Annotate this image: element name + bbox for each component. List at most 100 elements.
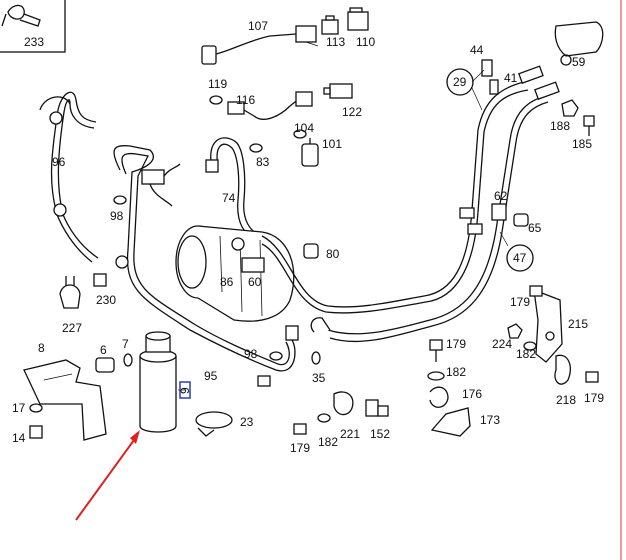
part-35-oring — [311, 351, 321, 365]
part-17-washer — [29, 403, 43, 413]
part-98a-oring — [113, 195, 127, 205]
label-218: 218 — [556, 393, 576, 407]
part-113-connector — [321, 15, 339, 35]
part-221-clamp — [333, 391, 354, 416]
label-41: 41 — [504, 71, 518, 85]
label-7: 7 — [122, 337, 129, 351]
part-59-valve-body — [554, 21, 604, 66]
part-227-clamp — [59, 276, 81, 309]
label-122: 122 — [342, 105, 362, 119]
callout-circle-47 — [506, 244, 534, 272]
label-62: 62 — [494, 189, 508, 203]
part-96-suction-line — [39, 91, 99, 263]
label-80: 80 — [326, 247, 340, 261]
label-224: 224 — [492, 337, 512, 351]
part-110-connector — [347, 7, 369, 31]
part-179c-bolt — [529, 285, 543, 297]
part-215-bracket — [533, 289, 563, 363]
label-230: 230 — [96, 293, 116, 307]
part-29-high-pressure-lines — [261, 65, 560, 343]
label-44: 44 — [470, 43, 484, 57]
part-182c-washer — [523, 341, 537, 351]
label-221: 221 — [340, 427, 360, 441]
label-29: 29 — [453, 75, 467, 89]
part-179a-bolt — [429, 339, 443, 362]
label-35: 35 — [312, 371, 326, 385]
label-86: 86 — [220, 275, 234, 289]
label-14: 14 — [12, 431, 26, 445]
label-116: 116 — [236, 93, 255, 107]
label-185: 185 — [572, 137, 592, 151]
part-44-41-valves — [481, 59, 499, 95]
part-7-oring — [123, 353, 133, 367]
label-215: 215 — [568, 317, 588, 331]
label-179c: 179 — [510, 295, 530, 309]
red-arrow-indicator — [75, 430, 140, 521]
label-173: 173 — [480, 413, 500, 427]
label-59: 59 — [572, 55, 586, 69]
part-218-clamp — [554, 354, 571, 385]
part-14-bolt — [29, 425, 43, 439]
label-74: 74 — [222, 191, 236, 205]
label-98a: 98 — [110, 209, 124, 223]
label-176: 176 — [462, 387, 482, 401]
label-9: 9 — [178, 387, 192, 394]
label-101: 101 — [322, 137, 342, 151]
part-104-oring — [293, 129, 307, 139]
label-227: 227 — [62, 321, 82, 335]
part-107-pressure-switch-harness — [201, 25, 319, 65]
expansion-valve-harness — [141, 163, 181, 207]
part-83-oring — [249, 143, 263, 153]
part-95-pressure-line — [113, 144, 299, 387]
part-185-bolt — [583, 115, 595, 136]
label-119: 119 — [208, 77, 227, 91]
label-110: 110 — [356, 35, 375, 49]
part-62-65-fittings — [491, 203, 529, 227]
part-122-connector — [323, 83, 353, 99]
label-182b: 182 — [318, 435, 338, 449]
label-113: 113 — [326, 35, 345, 49]
part-233-clamp — [0, 0, 66, 53]
part-176-clamp — [429, 386, 449, 408]
label-104: 104 — [294, 121, 314, 135]
label-6: 6 — [100, 343, 107, 357]
part-173-bracket — [430, 407, 471, 437]
label-23: 23 — [240, 415, 254, 429]
part-230-bolt — [93, 273, 107, 287]
label-83: 83 — [256, 155, 270, 169]
part-8-bracket — [23, 359, 107, 441]
label-17: 17 — [12, 401, 26, 415]
label-47: 47 — [513, 251, 527, 265]
label-182a: 182 — [446, 365, 466, 379]
part-23-clamp — [195, 411, 233, 437]
part-179b-bolt — [293, 423, 307, 435]
label-179d: 179 — [584, 391, 604, 405]
label-65: 65 — [528, 221, 542, 235]
part-179d-bolt — [585, 371, 599, 383]
label-60: 60 — [248, 275, 262, 289]
label-96: 96 — [52, 155, 66, 169]
part-152-clip — [365, 399, 389, 417]
label-107: 107 — [248, 19, 268, 33]
part-80-fitting — [303, 243, 319, 259]
part-116-switch-harness — [227, 91, 313, 120]
part-101-pressure-switch — [301, 138, 319, 167]
part-182a-washer — [427, 371, 445, 381]
part-182b-washer — [317, 413, 331, 423]
label-179b: 179 — [290, 441, 310, 455]
label-188: 188 — [550, 119, 570, 133]
highlight-box-9 — [179, 381, 191, 399]
part-98b-oring — [269, 351, 283, 361]
part-224-nut — [507, 323, 523, 339]
part-6-fitting — [95, 357, 115, 373]
label-98b: 98 — [244, 347, 258, 361]
part-74-refrigerant-line — [205, 137, 263, 241]
label-8: 8 — [38, 341, 45, 355]
label-152: 152 — [370, 427, 390, 441]
part-119-oring — [209, 95, 223, 105]
callout-circle-29 — [446, 68, 474, 96]
label-95: 95 — [204, 369, 218, 383]
label-182c: 182 — [516, 347, 536, 361]
label-233: 233 — [24, 35, 44, 49]
